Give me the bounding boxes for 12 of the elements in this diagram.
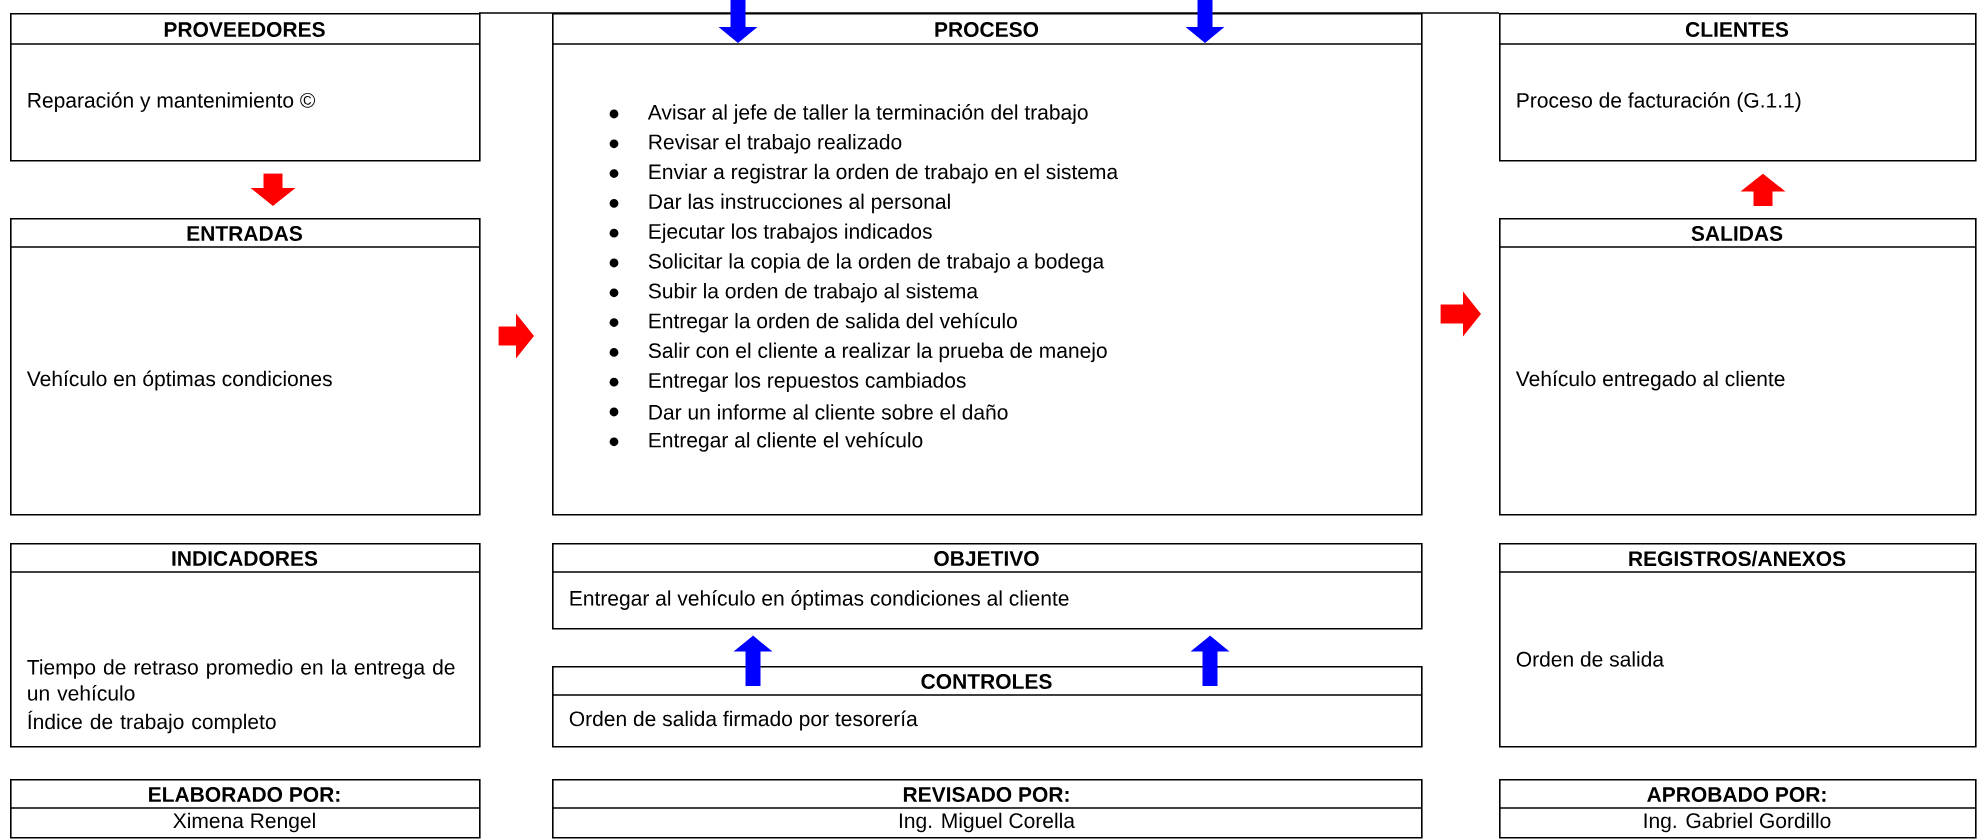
table-box: PROVEEDORES Reparación y mantenimiento © [9,13,481,162]
table-box: APROBADO POR: Ing. Gabriel Gordillo [1498,779,1977,839]
table-box: REGISTROS/ANEXOS Orden de salida [1498,543,1977,748]
table-box: ENTRADAS Vehículo en óptimas condiciones [9,218,481,516]
table-box: CLIENTES Proceso de facturación (G.1.1) [1498,13,1977,162]
table-box: ELABORADO POR: Ximena Rengel [9,779,481,839]
table-box: SALIDAS Vehículo entregado al cliente [1498,218,1977,516]
table-box: REVISADO POR: Ing. Miguel Corella [551,779,1423,839]
table-box: CONTROLES Orden de salida firmado por tesorería [551,666,1423,748]
table-box: OBJETIVO Entregar al vehículo en óptimas condiciones al cliente [551,543,1423,630]
table-box: INDICADORES Tiempo de retraso promedio en la entrega de un vehículo Índice de trabajo completo [9,543,481,748]
table-box: PROCESO Avisar al jefe de taller la terminación del trabajo Revisar el trabajo realizado Enviar a registrar la orden de trabajo en el sistema Dar las instrucciones al personal Ejecutar los trabajos indicados Solicitar la copia de la orden de trabajo a bodega Subir la orden de trabajo al sistema Entregar la orden de salida del vehículo Salir con el cliente a realizar la prueba de manejo Entregar los repuestos cambiados Dar un informe al cliente sobre el daño Entregar al cliente el vehículo [551,13,1423,516]
